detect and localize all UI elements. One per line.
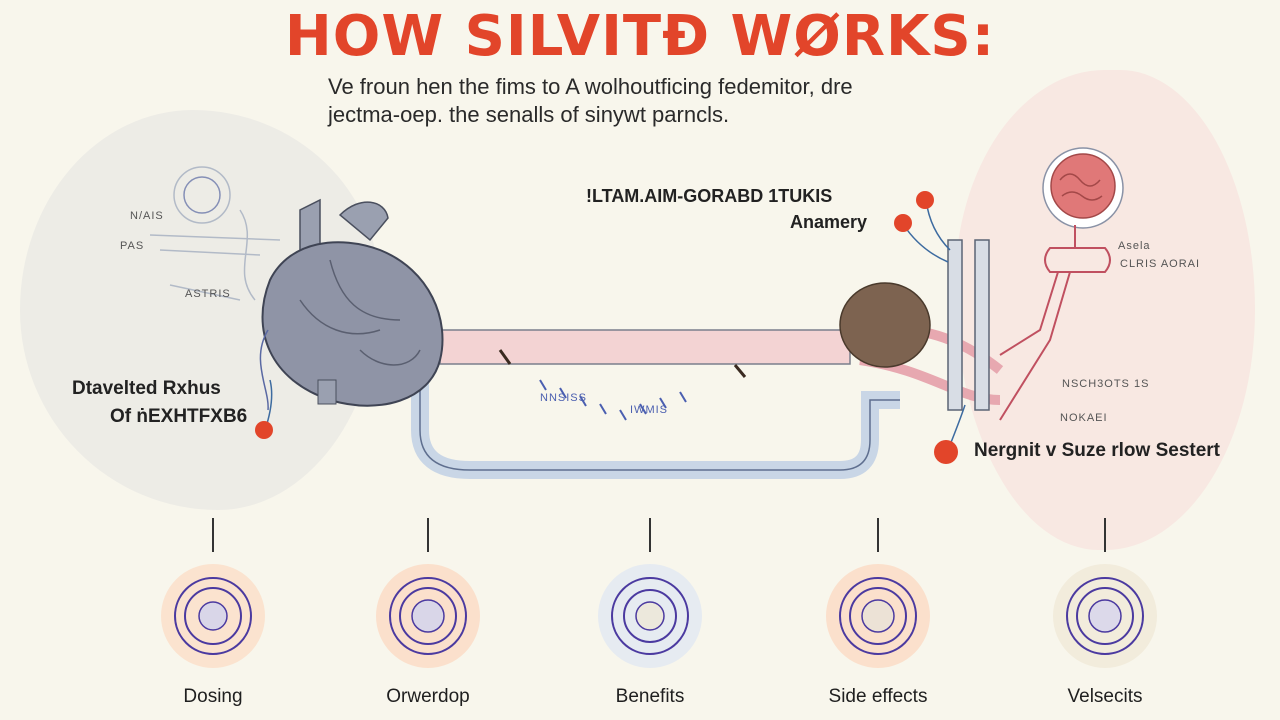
coil-icon	[1053, 564, 1157, 668]
coil-icon	[376, 564, 480, 668]
small-label-right-b: CLRIS AORAI	[1120, 258, 1201, 270]
stage-stem	[212, 518, 214, 552]
coil-icon	[826, 564, 930, 668]
callout-marker	[934, 440, 958, 464]
small-label-left-c: ASTRIS	[185, 288, 231, 300]
right-tubes	[947, 239, 990, 411]
small-label-right-a: Asela	[1118, 240, 1151, 252]
stage-item: Side effects	[798, 518, 958, 708]
callout-top-center-title: !LTAM.AIM-GORABD 1TUKIS	[586, 186, 833, 206]
callout-top-center-subtitle: Anamery	[790, 212, 868, 232]
stage-item: Velsecits	[1025, 518, 1185, 708]
stage-item: Dosing	[133, 518, 293, 708]
stage-label-side-effects: Side effects	[828, 686, 928, 707]
sketch-circle	[173, 166, 231, 224]
callout-marker	[916, 191, 934, 209]
coil-icon	[161, 564, 265, 668]
coil-icon	[598, 564, 702, 668]
flow-marks	[498, 349, 747, 421]
left-sketch-group	[149, 166, 281, 301]
stage-item: Orwerdop	[348, 518, 508, 708]
page-title: HOW SILVITÐ WØRKS:	[284, 4, 996, 69]
subtitle-line-2: jectma-oep. the senalls of sinywt parncl…	[328, 102, 730, 127]
right-background-blob	[955, 70, 1255, 550]
stage-label-benefits: Benefits	[615, 686, 685, 707]
callout-marker	[255, 421, 273, 439]
stage-stem	[877, 518, 879, 552]
small-label-right-d: NOKAEI	[1060, 412, 1108, 424]
heart-illustration	[259, 198, 444, 411]
stage-label-orwerdop: Orwerdop	[386, 686, 470, 707]
small-label-left-a: N/AIS	[130, 210, 164, 222]
stage-item: Benefits	[570, 518, 730, 708]
organ-illustration	[839, 282, 931, 368]
stage-stem	[427, 518, 429, 552]
small-label-mid-a: NNSISS	[540, 392, 587, 404]
stage-stem	[649, 518, 651, 552]
small-label-left-b: PAS	[120, 240, 145, 252]
callout-left-line-1: Dtavelted Rxhus	[72, 378, 221, 399]
small-label-mid-b: IWMIS	[630, 404, 668, 416]
subtitle-line-1: Ve froun hen the fims to A wolhoutficing…	[328, 74, 853, 99]
brain-illustration	[999, 147, 1124, 421]
stage-stem	[1104, 518, 1106, 552]
stage-label-velsecits: Velsecits	[1067, 686, 1143, 707]
callout-marker	[894, 214, 912, 232]
small-label-right-c: NSCH3OTS 1S	[1062, 378, 1150, 390]
callout-right: Nergnit v Suze rlow Sestert	[974, 440, 1221, 461]
callout-left-line-2: Of ṅEXHTFXB6	[110, 406, 248, 427]
stage-label-dosing: Dosing	[183, 686, 243, 707]
